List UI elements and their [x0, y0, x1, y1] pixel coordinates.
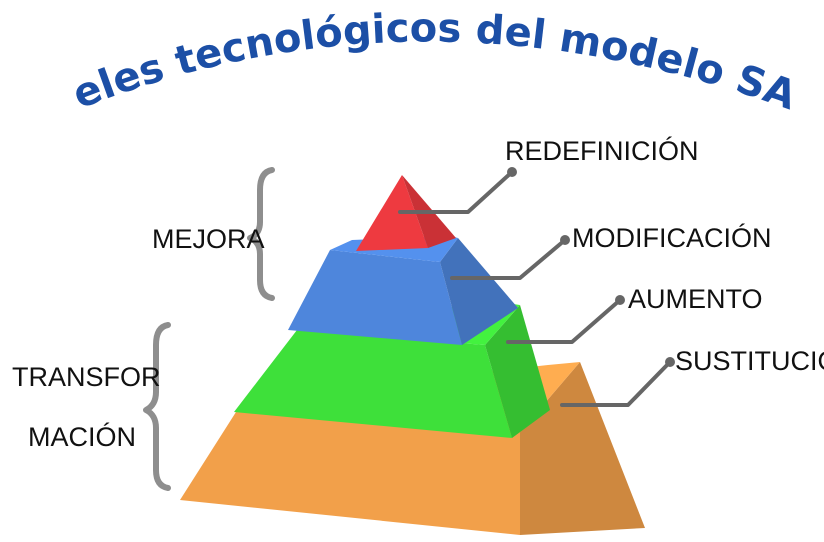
connector-aumento [506, 298, 622, 344]
connector-dot-modificacion [560, 235, 570, 245]
tier-modificacion [288, 236, 518, 345]
connector-dot-aumento [615, 295, 625, 305]
tier-sustitucion-side [520, 362, 645, 535]
label-aumento: AUMENTO [628, 284, 763, 314]
connector-redefinicion [398, 170, 514, 214]
label-transformacion-line2: MACIÓN [28, 421, 136, 452]
tier-modificacion-front [288, 250, 462, 345]
label-mejora: MEJORA [152, 224, 265, 254]
connector-dot-redefinicion [507, 167, 517, 177]
connector-dot-sustitucion [665, 357, 675, 367]
label-modificacion: MODIFICACIÓN [572, 222, 772, 253]
tier-aumento-front [234, 330, 512, 438]
connectors [398, 167, 675, 407]
brace-mejora [247, 167, 275, 301]
connector-modificacion [450, 238, 567, 280]
tier-aumento-side [485, 305, 550, 438]
diagram-title-path: Niveles tecnológicos del modelo SAMR [0, 0, 802, 119]
connector-sustitucion [560, 360, 672, 407]
label-redefinicion: REDEFINICIÓN [505, 135, 699, 166]
diagram-title: Niveles tecnológicos del modelo SAMR [0, 0, 802, 119]
label-sustitucion: SUSTITUCIÓN [675, 345, 824, 376]
tier-modificacion-side [440, 238, 518, 345]
tier-redefinicion-front [356, 175, 428, 251]
tier-sustitucion-front [180, 412, 520, 535]
label-transformacion-line1: TRANSFOR [12, 362, 161, 392]
brace-transformacion [143, 322, 171, 491]
